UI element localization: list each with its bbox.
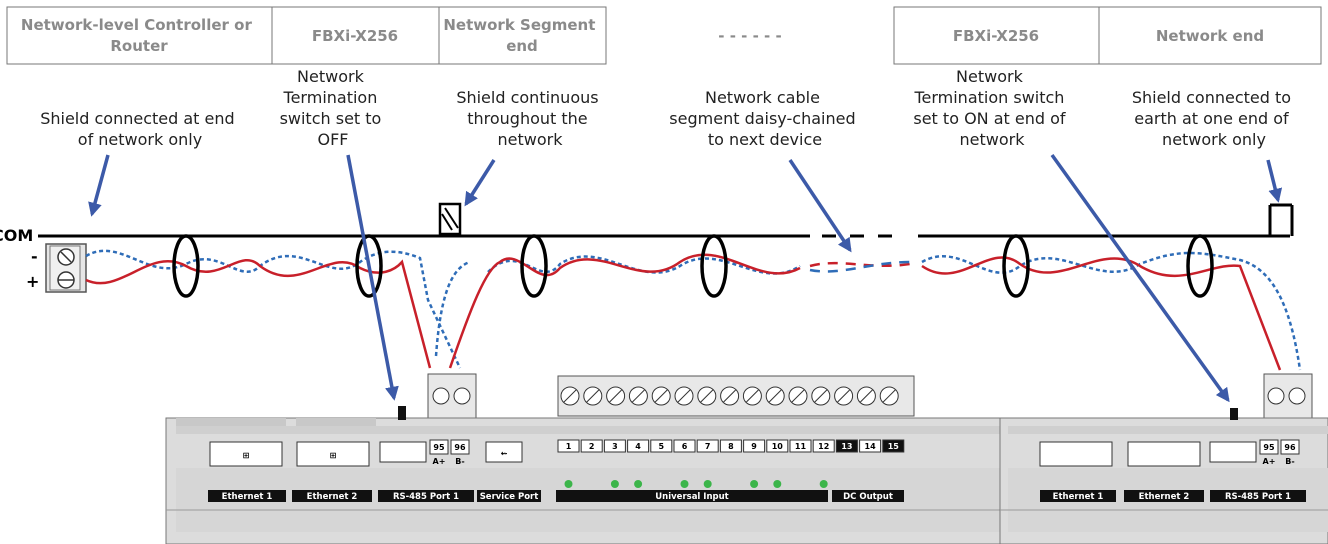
terminal-number: 6	[682, 442, 688, 451]
ethernet-1-label: Ethernet 1	[222, 492, 273, 502]
plus-label: +	[26, 272, 39, 291]
terminal-number: 10	[772, 442, 784, 451]
wire-labels: COM - +	[0, 226, 39, 291]
terminal-96: 96	[454, 443, 466, 452]
terminal-number: 1	[566, 442, 572, 451]
terminal-number: 14	[865, 442, 877, 451]
shield-rings	[172, 234, 1214, 298]
terminal-number: 7	[705, 442, 711, 451]
arrow-shield-earth	[1266, 159, 1283, 203]
header-cell-dashes: - - - - - -	[718, 27, 781, 45]
usb-icon: ⇜	[501, 449, 508, 458]
ethernet-2-label-dev2: Ethernet 2	[1139, 492, 1190, 502]
fbxi-device-2: 95 96 A+ B- Ethernet 1 Ethernet 2 RS-485…	[999, 373, 1328, 544]
header-cell-controller-line1: Network-level Controller or	[21, 16, 253, 34]
terminal-screws	[560, 386, 899, 406]
annotation-shield-continuous: Shield continuous throughout the network	[456, 88, 603, 149]
terminal-96-dev2: 96	[1284, 443, 1296, 452]
label-a-plus: A+	[433, 457, 446, 466]
annotation-shield-earth: Shield connected to earth at one end of …	[1132, 88, 1296, 149]
status-led	[819, 480, 828, 488]
com-label: COM	[0, 226, 33, 245]
twisted-pair	[85, 249, 1302, 371]
fbxi-device-1: ⊞ ⊞ 95 96 A+ B- ⇜ Ethernet 1 Ethernet 2 …	[165, 373, 1001, 544]
terminal-number: 12	[818, 442, 829, 451]
minus-label: -	[31, 247, 38, 266]
arrow-shield-continuous	[464, 159, 496, 207]
ethernet-2-label: Ethernet 2	[307, 492, 358, 502]
annotation-daisy-chain: Network cable segment daisy-chained to n…	[669, 88, 860, 149]
arrow-shield-end	[88, 154, 110, 217]
terminal-95: 95	[433, 443, 445, 452]
universal-input-label: Universal Input	[655, 492, 728, 502]
arrow-termination-on	[1050, 153, 1230, 403]
status-led	[680, 480, 689, 488]
terminal-number: 9	[751, 442, 757, 451]
header-table: Network-level Controller or Router FBXi-…	[6, 6, 1322, 65]
terminal-number: 15	[888, 442, 900, 451]
terminal-number: 3	[612, 442, 618, 451]
positive-wire-segment-2	[921, 256, 1282, 371]
ethernet-1-port-icon: ⊞	[243, 451, 250, 460]
shield-com-line	[38, 203, 1294, 238]
terminal-95-dev2: 95	[1263, 443, 1275, 452]
dc-output-label: DC Output	[843, 492, 893, 502]
arrow-daisy-chain	[788, 159, 852, 253]
status-led	[610, 480, 619, 488]
service-port-label: Service Port	[480, 492, 539, 502]
terminal-number: 11	[795, 442, 807, 451]
label-a-plus-dev2: A+	[1263, 457, 1276, 466]
arrow-termination-off	[346, 154, 399, 401]
terminal-number: 4	[635, 442, 641, 451]
header-cell-controller: Network-level Controller or Router	[21, 16, 257, 55]
ethernet-1-label-dev2: Ethernet 1	[1053, 492, 1104, 502]
status-led	[703, 480, 712, 488]
status-led	[750, 480, 759, 488]
terminal-number: 5	[659, 442, 665, 451]
status-led	[773, 480, 782, 488]
negative-wire-segment-2	[921, 251, 1302, 371]
header-cell-fbxi-2: FBXi-X256	[953, 27, 1039, 45]
annotation-termination-off: Network Termination switch set to OFF	[280, 67, 387, 149]
label-b-minus: B-	[455, 457, 464, 466]
terminal-number: 13	[841, 442, 852, 451]
header-cell-fbxi-1: FBXi-X256	[312, 27, 398, 45]
terminal-number: 8	[728, 442, 734, 451]
rs485-label: RS-485 Port 1	[393, 492, 459, 502]
header-cell-network-end: Network end	[1156, 27, 1264, 45]
label-b-minus-dev2: B-	[1285, 457, 1294, 466]
ethernet-2-port-icon: ⊞	[330, 451, 337, 460]
positive-wire	[85, 253, 801, 369]
controller-terminal-block	[45, 243, 87, 293]
annotation-termination-on: Network Termination switch set to ON at …	[913, 67, 1070, 149]
shield-continuity-symbol	[438, 202, 462, 236]
rs485-label-dev2: RS-485 Port 1	[1225, 492, 1291, 502]
header-cell-segment-end: Network Segment end	[443, 16, 600, 55]
header-cell-controller-line2: Router	[110, 37, 168, 55]
annotation-arrows	[88, 153, 1283, 403]
status-led	[634, 480, 643, 488]
terminal-number: 2	[589, 442, 595, 451]
status-led	[564, 480, 573, 488]
annotations: Shield connected at end of network only …	[40, 67, 1296, 149]
annotation-shield-end: Shield connected at end of network only	[40, 109, 240, 149]
